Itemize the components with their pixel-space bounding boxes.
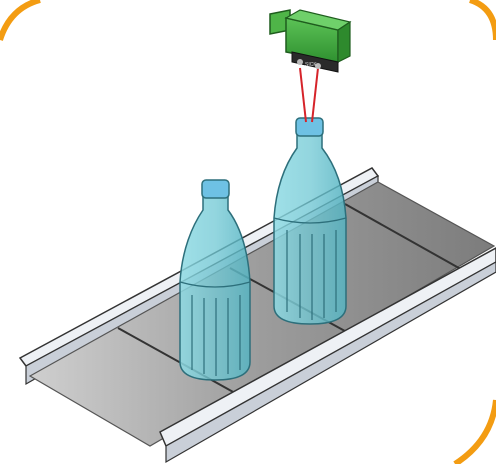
- frame-arc: [470, 0, 496, 40]
- bottle-cap: [202, 180, 229, 198]
- bottle-back: [274, 118, 346, 324]
- bottle-cap: [296, 118, 323, 136]
- frame-arc: [455, 400, 496, 464]
- sensor-brand: SICK: [305, 62, 317, 68]
- laser-beam: [300, 68, 318, 122]
- bottle-front: [180, 180, 250, 380]
- photoelectric-sensor-icon: SICK: [270, 10, 350, 72]
- frame-arc: [0, 0, 40, 40]
